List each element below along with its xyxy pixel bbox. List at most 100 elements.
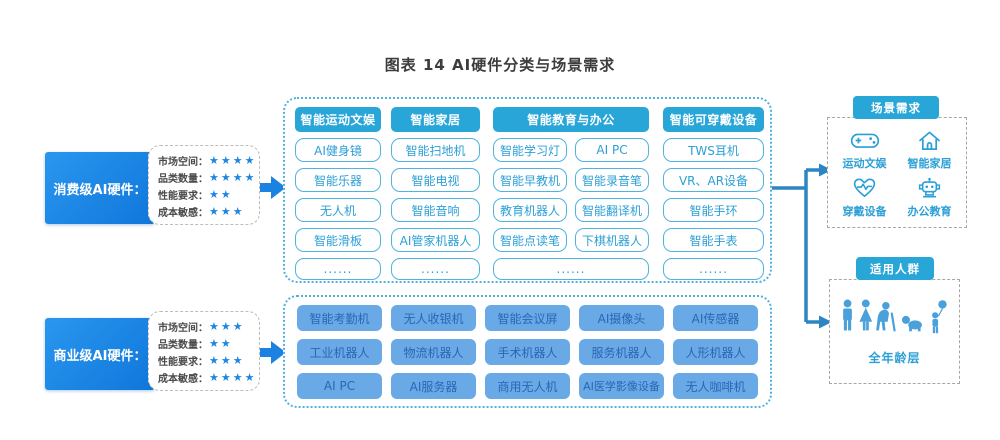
ellipsis-chip: ...... (663, 258, 764, 280)
scene-label: 智能家居 (907, 157, 952, 170)
column-header: 智能运动文娱 (295, 107, 381, 132)
product-chip: AI管家机器人 (391, 228, 480, 252)
audience-header: 适用人群 (856, 257, 934, 280)
gamepad-icon (850, 130, 880, 151)
heart-pulse-icon (852, 177, 877, 199)
product-chip: 智能滑板 (295, 228, 381, 252)
scene-item-sports: 运动文娱 (832, 130, 897, 171)
ellipsis-chip: ...... (295, 258, 381, 280)
product-cell: 物流机器人 (391, 339, 476, 365)
scene-demand-title: 场景需求 (871, 100, 921, 115)
rating-label: 成本敏感： (158, 208, 208, 219)
product-cell: AI摄像头 (579, 305, 664, 331)
commercial-ai-hardware-label: 商业级AI硬件： (53, 348, 147, 364)
subcolumn-left: 智能学习灯 智能早教机 教育机器人 智能点读笔 (493, 138, 567, 252)
ellipsis-chip: ...... (493, 258, 649, 280)
column-header: 智能可穿戴设备 (663, 107, 764, 132)
rating-label: 品类数量： (158, 340, 208, 351)
product-chip: 智能扫地机 (391, 138, 480, 162)
star-rating: ★★★★ (209, 371, 257, 384)
product-chip: 智能早教机 (493, 168, 567, 192)
column-header: 智能教育与办公 (493, 107, 649, 132)
product-cell: 无人咖啡机 (673, 373, 758, 399)
rating-row: 性能要求： ★★★ (158, 352, 251, 369)
audience-title: 适用人群 (870, 261, 920, 276)
product-chip: 智能手表 (663, 228, 764, 252)
product-chip: 智能乐器 (295, 168, 381, 192)
rating-row: 性能要求： ★★ (158, 186, 251, 203)
robot-icon (916, 177, 943, 199)
column-sports-entertainment: 智能运动文娱 AI健身镜 智能乐器 无人机 智能滑板 ...... (295, 107, 381, 280)
consumer-ai-hardware-box: 消费级AI硬件： (45, 152, 155, 224)
scene-label: 办公教育 (907, 205, 952, 218)
audience-label: 全年龄层 (868, 350, 921, 365)
product-chip: 智能手环 (663, 198, 764, 222)
product-cell: 服务机器人 (579, 339, 664, 365)
column-education-office: 智能教育与办公 智能学习灯 智能早教机 教育机器人 智能点读笔 AI PC 智能… (493, 107, 649, 280)
product-cell: AI传感器 (673, 305, 758, 331)
product-cell: 无人收银机 (391, 305, 476, 331)
product-chip: 智能电视 (391, 168, 480, 192)
rating-label: 市场空间： (158, 323, 208, 334)
star-rating: ★★★ (209, 320, 245, 333)
product-chip: AI健身镜 (295, 138, 381, 162)
commercial-row: 智能考勤机 无人收银机 智能会议屏 AI摄像头 AI传感器 (285, 305, 770, 331)
product-cell: 手术机器人 (485, 339, 570, 365)
product-chip: 下棋机器人 (575, 228, 649, 252)
column-smart-home: 智能家居 智能扫地机 智能电视 智能音响 AI管家机器人 ...... (391, 107, 480, 280)
product-chip: 智能学习灯 (493, 138, 567, 162)
star-rating: ★★ (209, 337, 233, 350)
rating-label: 性能要求： (158, 357, 208, 368)
consumer-product-pool: 智能运动文娱 AI健身镜 智能乐器 无人机 智能滑板 ...... 智能家居 智… (283, 97, 772, 283)
dual-subcolumns: 智能学习灯 智能早教机 教育机器人 智能点读笔 AI PC 智能录音笔 智能翻译… (493, 138, 649, 252)
product-cell: AI医学影像设备 (579, 373, 664, 399)
rating-row: 品类数量： ★★ (158, 335, 251, 352)
column-wearables: 智能可穿戴设备 TWS耳机 VR、AR设备 智能手环 智能手表 ...... (663, 107, 764, 280)
scene-demand-box: 运动文娱 智能家居 穿戴设备 (827, 117, 967, 228)
product-cell: 人形机器人 (673, 339, 758, 365)
star-rating: ★★ (209, 188, 233, 201)
rating-row: 成本敏感： ★★★★ (158, 369, 254, 386)
page-title: 图表 14 AI硬件分类与场景需求 (384, 56, 616, 74)
product-chip: AI PC (575, 138, 649, 162)
product-cell: 智能考勤机 (297, 305, 382, 331)
home-icon (918, 130, 941, 151)
column-header: 智能家居 (391, 107, 480, 132)
product-chip: 教育机器人 (493, 198, 567, 222)
people-all-ages-icon (839, 298, 951, 340)
product-chip: TWS耳机 (663, 138, 764, 162)
ellipsis-chip: ...... (391, 258, 480, 280)
scene-item-wearable: 穿戴设备 (832, 177, 897, 219)
scene-item-home: 智能家居 (897, 130, 962, 171)
scene-label: 运动文娱 (842, 157, 887, 170)
scene-item-office-education: 办公教育 (897, 177, 962, 219)
product-chip: 智能录音笔 (575, 168, 649, 192)
scene-demand-header: 场景需求 (853, 96, 939, 119)
commercial-row: AI PC AI服务器 商用无人机 AI医学影像设备 无人咖啡机 (285, 373, 770, 399)
star-rating: ★★★★ (209, 154, 257, 167)
product-cell: 工业机器人 (297, 339, 382, 365)
product-cell: AI PC (297, 373, 382, 399)
product-cell: AI服务器 (391, 373, 476, 399)
product-chip: 智能点读笔 (493, 228, 567, 252)
product-chip: 智能音响 (391, 198, 480, 222)
product-chip: 无人机 (295, 198, 381, 222)
rating-row: 市场空间： ★★★ (158, 318, 251, 335)
subcolumn-right: AI PC 智能录音笔 智能翻译机 下棋机器人 (575, 138, 649, 252)
rating-label: 性能要求： (158, 191, 208, 202)
star-rating: ★★★ (209, 354, 245, 367)
rating-row: 品类数量： ★★★★ (158, 169, 254, 186)
product-chip: VR、AR设备 (663, 168, 764, 192)
commercial-row: 工业机器人 物流机器人 手术机器人 服务机器人 人形机器人 (285, 339, 770, 365)
rating-row: 成本敏感： ★★★ (158, 203, 251, 220)
product-cell: 商用无人机 (485, 373, 570, 399)
rating-label: 成本敏感： (158, 374, 208, 385)
product-chip: 智能翻译机 (575, 198, 649, 222)
scene-label: 穿戴设备 (842, 205, 887, 218)
rating-label: 品类数量： (158, 174, 208, 185)
rating-label: 市场空间： (158, 157, 208, 168)
product-cell: 智能会议屏 (485, 305, 570, 331)
consumer-ai-hardware-label: 消费级AI硬件： (53, 182, 147, 198)
star-rating: ★★★★ (209, 171, 257, 184)
commercial-rating-bubble: 市场空间： ★★★ 品类数量： ★★ 性能要求： ★★★ 成本敏感： ★★★★ (148, 311, 260, 391)
